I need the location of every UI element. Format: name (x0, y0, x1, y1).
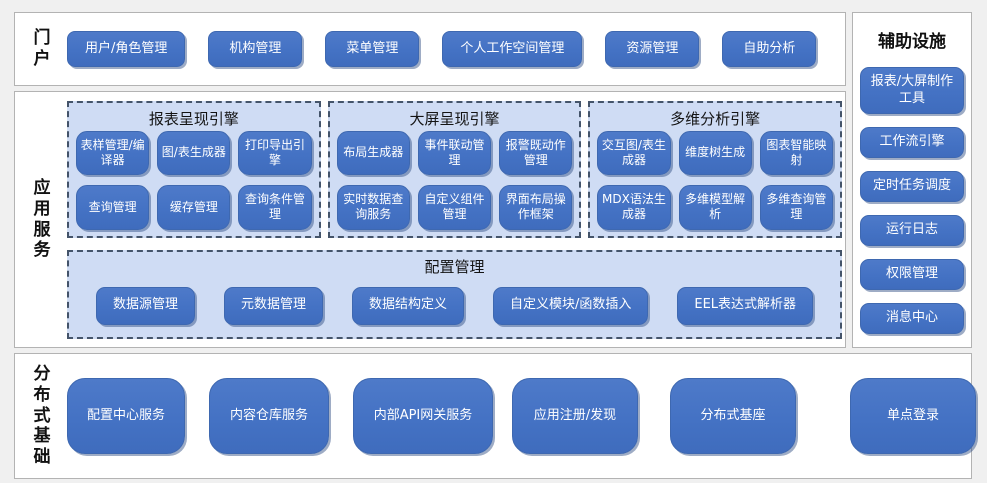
app-services-section-label: 应用服务 (33, 178, 51, 261)
aux-node-run-log: 运行日志 (860, 215, 964, 246)
infra-node-app-registry: 应用注册/发现 (512, 378, 638, 454)
report-engine-group: 报表呈现引擎 表样管理/编译器 图/表生成器 打印导出引擎 查询管理 缓存管理 … (67, 100, 321, 238)
infra-node-distributed-base: 分布式基座 (670, 378, 796, 454)
bigscreen-engine-grid: 布局生成器 事件联动管理 报警既动作管理 实时数据查询服务 自定义组件管理 界面… (336, 130, 573, 230)
infrastructure-node-row: 配置中心服务 内容仓库服务 内部API网关服务 应用注册/发现 分布式基座 单点… (67, 378, 976, 454)
bigscreen-engine-group: 大屏呈现引擎 布局生成器 事件联动管理 报警既动作管理 实时数据查询服务 自定义… (327, 100, 582, 238)
infra-node-config-center: 配置中心服务 (67, 378, 185, 454)
auxiliary-section-label: 辅助设施 (878, 32, 946, 52)
engine-node: MDX语法生成器 (597, 185, 671, 230)
engine-node: 布局生成器 (336, 130, 410, 175)
portal-node-resource-mgmt: 资源管理 (605, 31, 700, 67)
olap-engine-title: 多维分析引擎 (670, 109, 761, 128)
infra-node-api-gateway: 内部API网关服务 (353, 378, 493, 454)
engine-node: 多维查询管理 (759, 185, 834, 230)
config-node-eel-parser: EEL表达式解析器 (677, 286, 814, 325)
aux-node-permission-mgmt: 权限管理 (860, 259, 964, 290)
portal-node-workspace-mgmt: 个人工作空间管理 (442, 31, 583, 67)
aux-node-message-center: 消息中心 (860, 303, 964, 334)
infrastructure-section: 分布式基础 配置中心服务 内容仓库服务 内部API网关服务 应用注册/发现 分布… (14, 353, 976, 479)
config-node-datasource-mgmt: 数据源管理 (95, 286, 195, 325)
infrastructure-section-label: 分布式基础 (33, 364, 51, 468)
config-node-row: 数据源管理 元数据管理 数据结构定义 自定义模块/函数插入 EEL表达式解析器 (69, 286, 840, 325)
config-node-data-structure: 数据结构定义 (351, 286, 464, 325)
portal-node-row: 用户/角色管理 机构管理 菜单管理 个人工作空间管理 资源管理 自助分析 (67, 31, 835, 67)
portal-node-menu-mgmt: 菜单管理 (325, 31, 420, 67)
config-node-metadata-mgmt: 元数据管理 (223, 286, 323, 325)
aux-node-report-screen-tool: 报表/大屏制作工具 (860, 67, 964, 114)
aux-node-task-scheduler: 定时任务调度 (860, 171, 964, 202)
portal-node-user-role-mgmt: 用户/角色管理 (67, 31, 186, 67)
aux-node-workflow-engine: 工作流引擎 (860, 127, 964, 158)
app-services-content: 报表呈现引擎 表样管理/编译器 图/表生成器 打印导出引擎 查询管理 缓存管理 … (67, 100, 843, 339)
olap-engine-group: 多维分析引擎 交互图/表生成器 维度树生成 图表智能映射 MDX语法生成器 多维… (588, 100, 843, 238)
engine-node: 表样管理/编译器 (76, 130, 150, 175)
report-engine-title: 报表呈现引擎 (148, 109, 239, 128)
config-node-custom-module: 自定义模块/函数插入 (492, 286, 649, 325)
engine-node: 缓存管理 (157, 185, 231, 230)
olap-engine-grid: 交互图/表生成器 维度树生成 图表智能映射 MDX语法生成器 多维模型解析 多维… (597, 130, 834, 230)
engine-node: 事件联动管理 (417, 130, 492, 175)
engine-node: 交互图/表生成器 (597, 130, 671, 175)
engine-node: 图表智能映射 (759, 130, 834, 175)
config-mgmt-group: 配置管理 数据源管理 元数据管理 数据结构定义 自定义模块/函数插入 EEL表达… (67, 249, 842, 339)
engine-node: 界面布局操作框架 (499, 185, 573, 230)
engines-row: 报表呈现引擎 表样管理/编译器 图/表生成器 打印导出引擎 查询管理 缓存管理 … (67, 100, 843, 238)
infra-node-content-repo: 内容仓库服务 (209, 378, 329, 454)
engine-node: 查询管理 (76, 185, 150, 230)
bigscreen-engine-title: 大屏呈现引擎 (409, 109, 500, 128)
auxiliary-node-column: 报表/大屏制作工具 工作流引擎 定时任务调度 运行日志 权限管理 消息中心 (860, 67, 964, 334)
infra-node-sso: 单点登录 (850, 378, 976, 454)
report-engine-grid: 表样管理/编译器 图/表生成器 打印导出引擎 查询管理 缓存管理 查询条件管理 (76, 130, 312, 230)
engine-node: 维度树生成 (678, 130, 752, 175)
engine-node: 实时数据查询服务 (336, 185, 410, 230)
engine-node: 图/表生成器 (157, 130, 231, 175)
engine-node: 报警既动作管理 (499, 130, 573, 175)
app-services-section: 应用服务 报表呈现引擎 表样管理/编译器 图/表生成器 打印导出引擎 查询管理 … (14, 91, 846, 348)
engine-node: 自定义组件管理 (417, 185, 492, 230)
portal-node-org-mgmt: 机构管理 (208, 31, 303, 67)
config-mgmt-title: 配置管理 (424, 257, 485, 276)
portal-section-label: 门户 (33, 28, 51, 69)
auxiliary-section: 辅助设施 报表/大屏制作工具 工作流引擎 定时任务调度 运行日志 权限管理 消息… (852, 12, 972, 348)
engine-node: 查询条件管理 (238, 185, 312, 230)
engine-node: 打印导出引擎 (238, 130, 312, 175)
portal-section: 门户 用户/角色管理 机构管理 菜单管理 个人工作空间管理 资源管理 自助分析 (14, 12, 846, 86)
engine-node: 多维模型解析 (678, 185, 752, 230)
portal-node-self-service-analysis: 自助分析 (722, 31, 817, 67)
